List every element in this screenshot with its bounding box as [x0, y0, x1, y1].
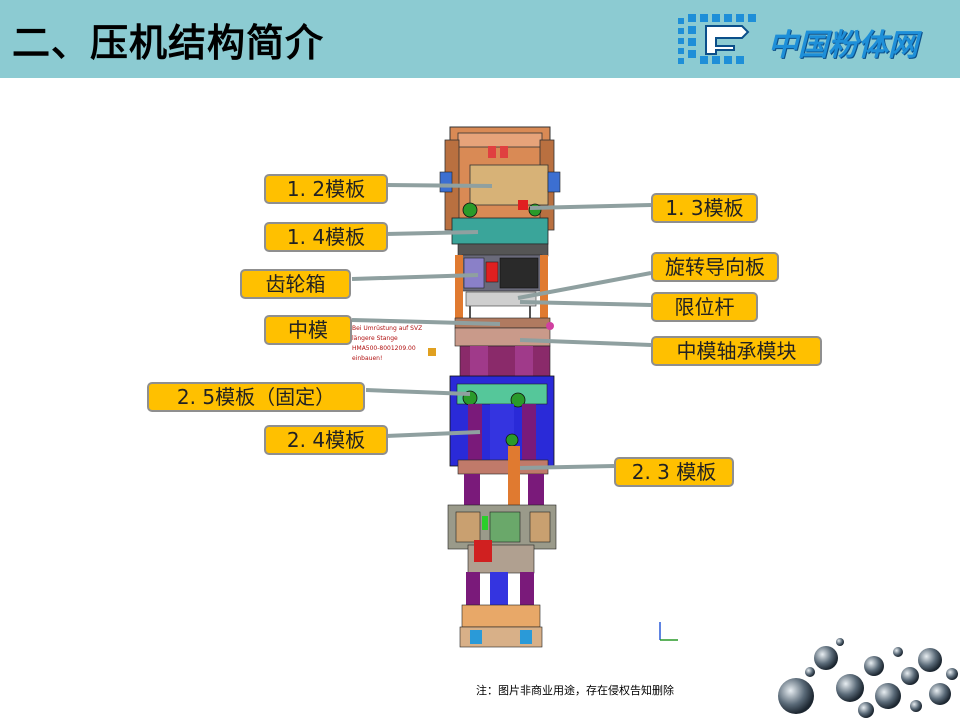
callout-leaders [351, 183, 652, 470]
leader-line [385, 230, 479, 236]
leader-line [365, 388, 471, 396]
site-logo: 中国粉体网 [672, 12, 954, 68]
callout-plate-2-5-fixed: 2. 5模板（固定） [147, 382, 365, 412]
leader-line [519, 300, 652, 307]
leader-line [351, 273, 479, 281]
header-bar: 二、压机结构简介 中国粉体网 [0, 0, 960, 78]
note-marker-icon [428, 348, 436, 356]
callout-plate-2-4: 2. 4模板 [264, 425, 388, 455]
callout-plate-1-4: 1. 4模板 [264, 222, 388, 252]
leader-line [529, 203, 652, 210]
drawing-note-line: längere Stange [352, 335, 398, 342]
callout-gearbox: 齿轮箱 [240, 269, 351, 299]
callout-rotary-guide-plate: 旋转导向板 [651, 252, 779, 282]
copyright-footnote: 注：图片非商业用途，存在侵权告知删除 [476, 684, 674, 697]
leader-line [517, 271, 652, 300]
drawing-note-line: HMA500-8001209.00 [352, 345, 416, 352]
leader-line [519, 464, 615, 470]
axis-indicator-icon [659, 622, 678, 641]
leader-line [351, 318, 501, 326]
callout-plate-2-3: 2. 3 模板 [614, 457, 734, 487]
logo-mark-icon [678, 14, 756, 64]
drawing-note: Bei Umrüstung auf SVZ längere Stange HMA… [352, 325, 422, 362]
press-machine-drawing [439, 126, 561, 648]
drawing-note-line: Bei Umrüstung auf SVZ [352, 325, 422, 332]
leader-line [385, 183, 493, 188]
callout-middle-die: 中模 [264, 315, 352, 345]
leader-line [519, 338, 652, 347]
callout-plate-1-2: 1. 2模板 [264, 174, 388, 204]
callout-plate-1-3: 1. 3模板 [651, 193, 758, 223]
leader-line [385, 430, 481, 438]
drawing-note-line: einbauen! [352, 355, 382, 362]
callout-limit-rod: 限位杆 [651, 292, 758, 322]
decorative-bubbles [778, 638, 958, 718]
page-title: 二、压机结构简介 [12, 21, 325, 65]
logo-text: 中国粉体网 [768, 28, 918, 63]
callout-middle-die-bearing-block: 中模轴承模块 [651, 336, 822, 366]
